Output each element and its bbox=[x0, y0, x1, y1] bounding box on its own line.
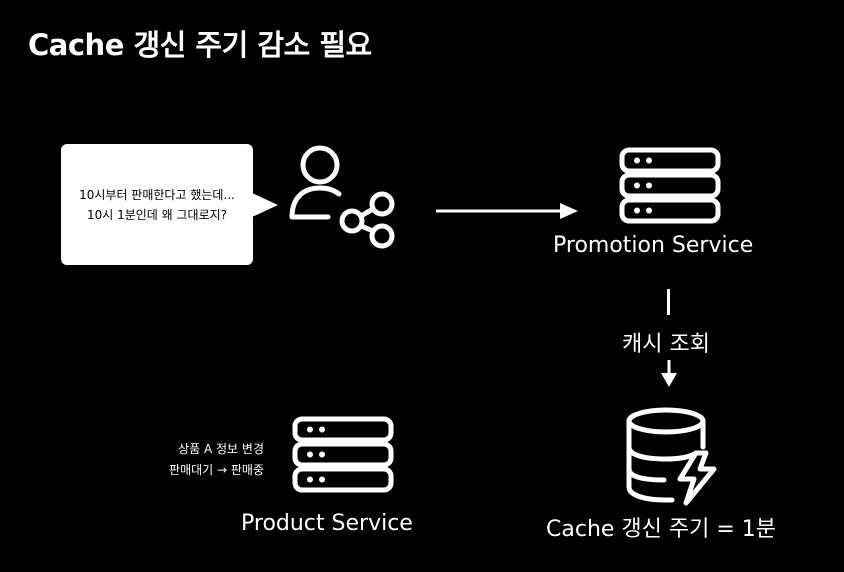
speech-bubble-tail bbox=[252, 193, 278, 217]
page-title: Cache 갱신 주기 감소 필요 bbox=[28, 28, 372, 62]
product-change-note-line-1: 상품 A 정보 변경 bbox=[178, 442, 264, 456]
product-change-note: 상품 A 정보 변경 판매대기 → 판매중 bbox=[160, 439, 264, 481]
lookup-arrow bbox=[661, 360, 677, 387]
cache-store-label: Cache 갱신 주기 = 1분 bbox=[546, 517, 777, 542]
cache-database-icon bbox=[626, 407, 717, 506]
speech-bubble bbox=[61, 144, 253, 265]
promotion-service-label: Promotion Service bbox=[553, 233, 754, 258]
product-change-note-line-2: 판매대기 → 판매중 bbox=[169, 463, 264, 477]
speech-bubble-text: 10시부터 판매한다고 했는데... 10시 1분인데 왜 그대로지? bbox=[61, 185, 253, 225]
product-server-icon bbox=[292, 416, 394, 493]
lookup-connector-line bbox=[667, 289, 670, 315]
request-arrow bbox=[436, 203, 578, 219]
speech-bubble-line-2: 10시 1분인데 왜 그대로지? bbox=[86, 208, 228, 222]
product-service-label: Product Service bbox=[241, 511, 413, 536]
user-share-icon bbox=[289, 145, 395, 249]
speech-bubble-line-1: 10시부터 판매한다고 했는데... bbox=[79, 188, 235, 202]
cache-lookup-label: 캐시 조회 bbox=[622, 332, 710, 357]
promotion-server-icon bbox=[619, 147, 721, 224]
